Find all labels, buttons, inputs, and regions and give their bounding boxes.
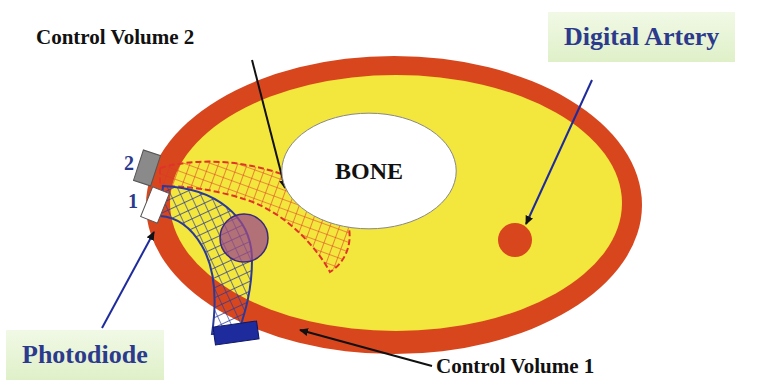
node-text: BONE — [335, 158, 403, 185]
bone-ellipse: BONE — [280, 112, 458, 230]
callout-number: 2 — [124, 152, 134, 174]
leader-arrow — [252, 60, 285, 188]
leader-arrow — [300, 330, 432, 366]
blood-vessel — [220, 214, 268, 262]
photodiode-2 — [133, 150, 160, 186]
callout-label: Control Volume 1 — [436, 355, 594, 378]
leader-arrow — [102, 232, 154, 328]
callout-label: Control Volume 2 — [36, 26, 194, 49]
node-text: Photodiode — [22, 340, 148, 370]
photodiode-1 — [141, 187, 170, 223]
node-text: Digital Artery — [564, 22, 719, 52]
light-source — [213, 321, 259, 345]
label-box: Photodiode — [6, 330, 164, 380]
callout-number: 1 — [128, 190, 138, 212]
leader-arrow — [526, 80, 592, 224]
label-box: Digital Artery — [548, 12, 735, 62]
digital-artery-vessel — [498, 223, 532, 257]
skin-layer — [146, 56, 642, 354]
